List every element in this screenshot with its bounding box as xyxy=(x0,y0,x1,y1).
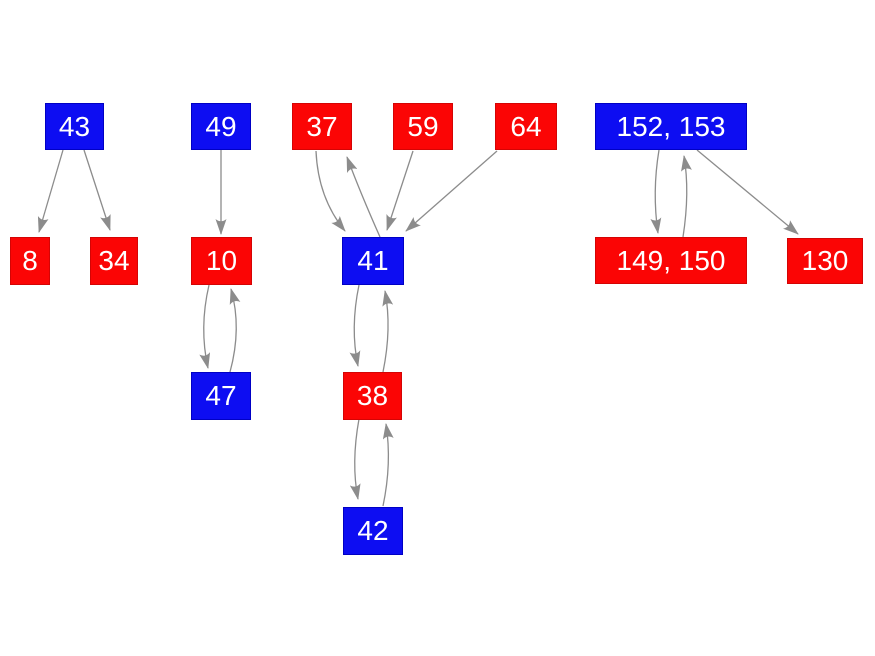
edge-10-47 xyxy=(199,284,211,369)
edge-43-8 xyxy=(37,149,64,233)
edge-38-41 xyxy=(382,290,394,373)
node-10: 10 xyxy=(191,237,252,285)
node-64: 64 xyxy=(495,103,557,150)
node-59: 59 xyxy=(393,103,453,150)
edge-47-10 xyxy=(229,288,241,373)
node-41: 41 xyxy=(342,237,404,285)
edge-64-41 xyxy=(405,150,498,232)
node-152_153: 152, 153 xyxy=(595,103,747,150)
edge-42-38 xyxy=(382,423,394,507)
node-43: 43 xyxy=(45,103,104,150)
edge-41-38 xyxy=(349,284,361,367)
edge-43-34 xyxy=(83,149,111,231)
node-37: 37 xyxy=(292,103,352,150)
node-130: 130 xyxy=(787,238,863,284)
node-38: 38 xyxy=(343,372,402,420)
edge-41-37 xyxy=(346,156,381,238)
node-42: 42 xyxy=(343,507,403,555)
node-49: 49 xyxy=(191,103,251,150)
edge-38-42 xyxy=(349,418,361,500)
node-8: 8 xyxy=(10,237,50,285)
edge-149_150-152_153 xyxy=(681,155,692,238)
node-34: 34 xyxy=(90,237,138,285)
node-47: 47 xyxy=(191,372,251,420)
edge-37-41 xyxy=(315,150,346,232)
edge-152_153-149_150 xyxy=(650,149,662,234)
node-149_150: 149, 150 xyxy=(595,237,747,284)
edge-152_153-130 xyxy=(696,149,799,235)
edge-59-41 xyxy=(386,150,414,231)
